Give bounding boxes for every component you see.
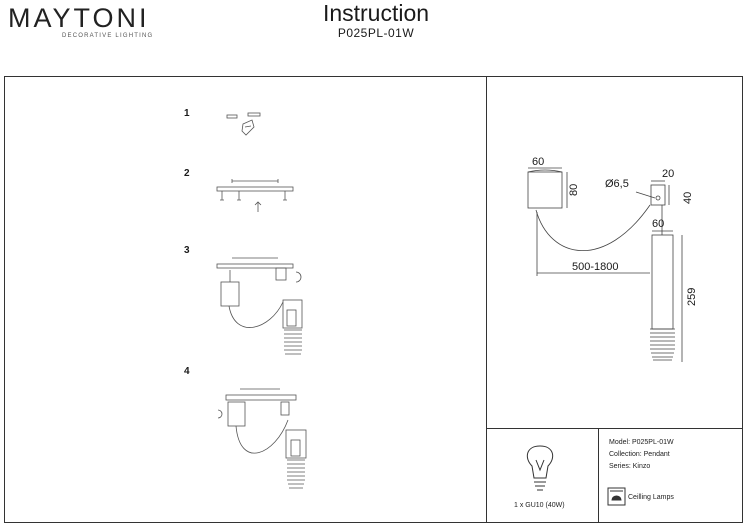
spec-model: Model: P025PL-01W [609,439,674,446]
step1-drawing [226,112,261,136]
bulb-spec: 1 x GU10 (40W) [514,502,565,509]
instruction-frame [4,76,743,523]
dim-hole-diameter: Ø6,5 [605,178,629,190]
spec-collection: Collection: Pendant [609,451,670,458]
light-bulb-icon [526,445,554,491]
brand-logo: MAYTONI [8,3,150,33]
dim-shade-width: 60 [652,218,665,230]
dim-mount-width: 20 [662,168,675,180]
step-number-1: 1 [184,108,190,119]
brand-tagline: DECORATIVE LIGHTING [62,33,154,39]
step-number-4: 4 [184,366,190,377]
document-title: Instruction [322,0,430,26]
step3-drawing [216,257,303,355]
ceiling-lamp-icon [607,487,626,506]
panel-divider-vertical [486,76,487,523]
dim-cable-length: 500-1800 [572,261,619,273]
panel-divider-horizontal [486,428,743,429]
step-number-2: 2 [184,168,190,179]
cable [535,204,651,252]
dim-base-width: 60 [532,156,545,168]
step-number-3: 3 [184,245,190,256]
mount-outline [650,184,666,206]
step4-drawing [217,388,307,489]
spec-divider [598,428,599,523]
step2-drawing [216,179,294,212]
spec-series: Series: Kinzo [609,463,651,470]
spec-mount-type: Ceilling Lamps [628,494,674,501]
model-code: P025PL-01W [337,26,415,40]
base-outline [527,171,563,209]
